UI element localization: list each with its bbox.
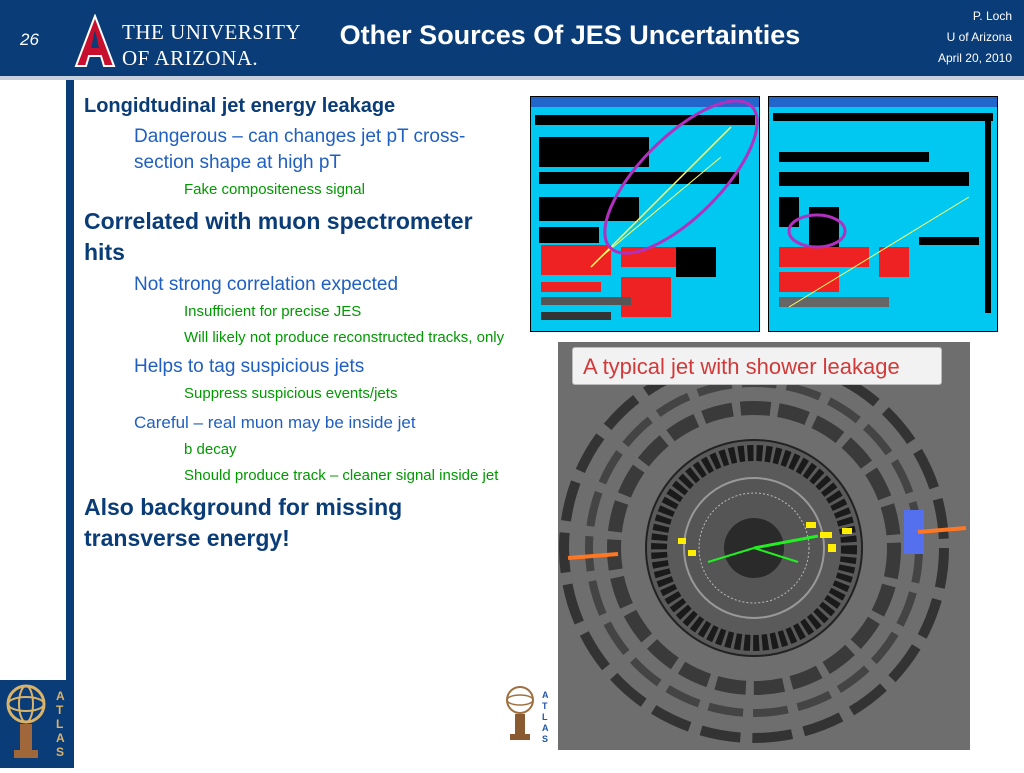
detector-cross-section (558, 342, 970, 750)
svg-text:A: A (56, 689, 65, 703)
university-logo: THE UNIVERSITY OF ARIZONA. (74, 14, 301, 70)
author-affiliation: U of Arizona (946, 30, 1012, 44)
atlas-small-figure-icon: A T L A S (506, 686, 549, 744)
atlas-figure-icon: A T L A S (6, 684, 65, 759)
slide-number: 26 (20, 30, 39, 49)
subsubbullet-suppress: Suppress suspicious events/jets (184, 385, 398, 402)
subsubbullet-b-decay: b decay (184, 441, 237, 458)
subsubbullet-no-tracks: Will likely not produce reconstructed tr… (184, 329, 505, 346)
university-name-line2: OF ARIZONA. (122, 46, 259, 70)
svg-text:L: L (56, 717, 63, 731)
svg-text:A: A (542, 690, 549, 700)
svg-text:A: A (542, 723, 549, 733)
left-sidebar (0, 80, 66, 768)
presentation-date: April 20, 2010 (937, 51, 1012, 65)
event-display-left-graphic (531, 97, 759, 320)
slide-body: Longidtudinal jet energy leakage Dangero… (84, 92, 514, 558)
atlas-logo-sidebar: A T L A S (0, 680, 74, 768)
svg-text:A: A (56, 731, 65, 745)
slide-title: Other Sources Of JES Uncertainties (339, 20, 801, 50)
svg-text:T: T (542, 701, 548, 711)
subsubbullet-cleaner-signal: Should produce track – cleaner signal in… (184, 467, 499, 484)
detector-rings-graphic (559, 353, 967, 743)
event-display-right (768, 96, 998, 332)
svg-text:S: S (542, 734, 548, 744)
svg-text:T: T (56, 703, 64, 717)
subbullet-dangerous: Dangerous – can changes jet pT cross-sec… (134, 126, 466, 173)
subbullet-tag-jets: Helps to tag suspicious jets (134, 356, 365, 377)
event-display-right-graphic (769, 97, 997, 313)
subsubbullet-insufficient: Insufficient for precise JES (184, 303, 362, 320)
university-name-line1: THE UNIVERSITY (122, 20, 302, 44)
sidebar-rule (66, 80, 74, 768)
svg-text:L: L (542, 712, 548, 722)
subsubbullet-fake-compositeness: Fake compositeness signal (184, 181, 365, 198)
arizona-a-icon (74, 14, 116, 67)
bullet-missing-et: Also background for missing transverse e… (84, 494, 403, 551)
author-name: P. Loch (972, 9, 1012, 23)
event-display-left (530, 96, 760, 332)
author-block: P. Loch U of Arizona April 20, 2010 (938, 6, 1012, 69)
subbullet-not-strong: Not strong correlation expected (134, 274, 399, 295)
bullet-muon-correlation: Correlated with muon spectrometer hits (84, 208, 473, 265)
figure-caption: A typical jet with shower leakage (572, 347, 942, 385)
slide-header: 26 THE UNIVERSITY OF ARIZONA. Other Sour… (0, 0, 1024, 80)
svg-text:S: S (56, 745, 64, 759)
atlas-logo-bottom: A T L A S (500, 684, 554, 748)
subbullet-careful: Careful – real muon may be inside jet (134, 413, 416, 432)
bullet-leakage: Longidtudinal jet energy leakage (84, 95, 396, 117)
